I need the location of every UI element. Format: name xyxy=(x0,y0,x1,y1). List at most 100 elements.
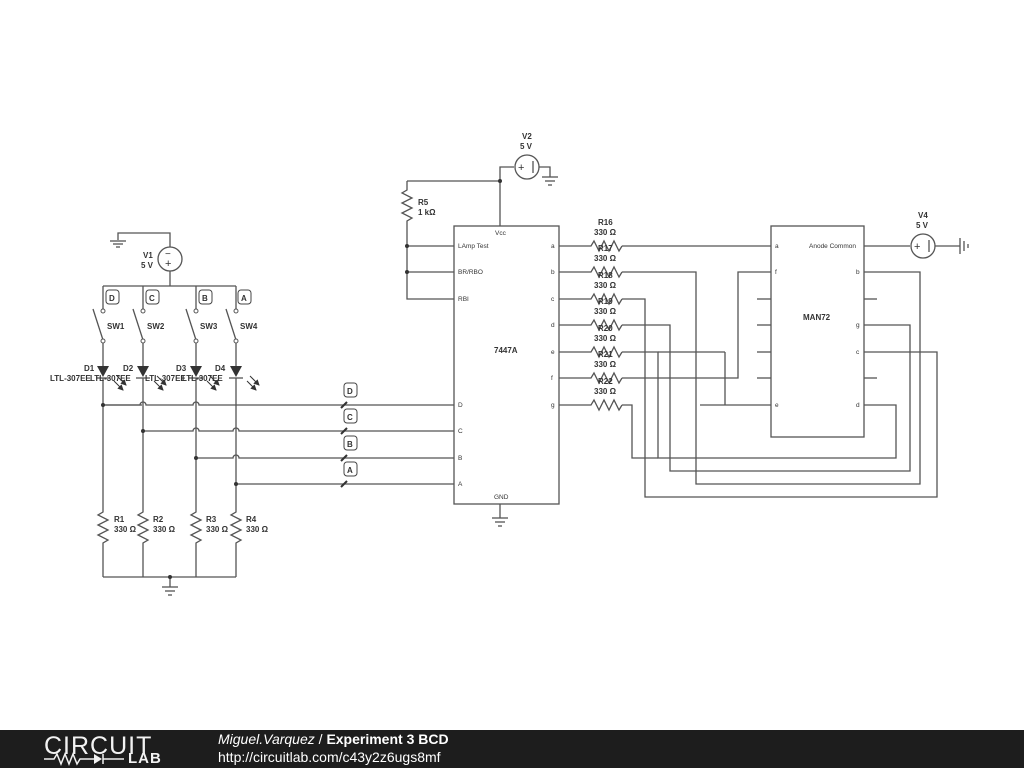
svg-text:b: b xyxy=(551,269,555,276)
svg-text:GND: GND xyxy=(494,494,509,501)
d4-name: D4 xyxy=(215,364,226,373)
svg-text:f: f xyxy=(551,375,553,382)
sw2-tag: C xyxy=(149,294,155,303)
sw1-tag: D xyxy=(109,294,115,303)
separator: / xyxy=(314,731,327,747)
v2-value: 5 V xyxy=(520,142,533,151)
v1-name: V1 xyxy=(143,251,153,260)
author-link[interactable]: Miguel.Varquez xyxy=(218,731,315,747)
svg-text:−: − xyxy=(165,249,171,260)
svg-text:D: D xyxy=(458,402,463,409)
r5-name: R5 xyxy=(418,198,429,207)
sw2-name: SW2 xyxy=(147,322,165,331)
svg-text:g: g xyxy=(551,402,555,409)
resistor-r2[interactable]: R2 330 Ω xyxy=(136,510,176,577)
d3-part: LTL-307EE xyxy=(145,374,186,383)
svg-text:RBI: RBI xyxy=(458,296,469,303)
segment-wiring xyxy=(622,245,938,498)
r18-name: R18 xyxy=(598,271,613,280)
sw1-name: SW1 xyxy=(107,322,125,331)
svg-text:BR/RBO: BR/RBO xyxy=(458,269,483,276)
v4-source[interactable]: + V4 5 V xyxy=(864,211,969,259)
r4-value: 330 Ω xyxy=(246,525,269,534)
resistor-r4[interactable]: R4 330 Ω xyxy=(229,510,269,577)
ground-decoder xyxy=(492,504,508,527)
d2-name: D2 xyxy=(123,364,134,373)
bus-tag-b: B xyxy=(343,435,358,451)
r16-value: 330 Ω xyxy=(594,228,617,237)
switch-sw1[interactable]: D SW1 xyxy=(92,286,125,366)
r4-name: R4 xyxy=(246,515,257,524)
segment-resistors: R16 330 Ω R17 330 Ω R18 330 Ω R19 330 Ω … xyxy=(559,218,623,412)
r20-value: 330 Ω xyxy=(594,334,617,343)
resistor-r3[interactable]: R3 330 Ω xyxy=(189,510,229,577)
svg-text:+: + xyxy=(165,258,171,270)
led-d4[interactable]: D4 LTL-307EE xyxy=(182,364,260,510)
svg-text:f: f xyxy=(775,269,777,276)
sw4-tag: A xyxy=(241,294,247,303)
r19-value: 330 Ω xyxy=(594,307,617,316)
led-d1[interactable]: D1 LTL-307EE xyxy=(50,364,127,510)
switch-sw3[interactable]: B SW3 xyxy=(185,286,218,366)
v4-name: V4 xyxy=(918,211,928,220)
r19-name: R19 xyxy=(598,297,613,306)
resistor-r1[interactable]: R1 330 Ω xyxy=(96,510,137,577)
svg-text:C: C xyxy=(347,413,353,422)
schematic-canvas: − + V1 5 V D SW1 C SW2 B SW3 xyxy=(50,132,969,596)
ground-left xyxy=(103,575,236,596)
switch-sw4[interactable]: A SW4 xyxy=(225,286,258,366)
bcd-bus xyxy=(101,401,454,488)
svg-text:d: d xyxy=(856,402,860,409)
svg-text:LAmp Test: LAmp Test xyxy=(458,243,489,250)
svg-text:B: B xyxy=(347,440,353,449)
r2-name: R2 xyxy=(153,515,164,524)
circuit-title: Experiment 3 BCD xyxy=(326,731,449,747)
display-man72[interactable]: a f e Anode Common b g c d MAN72 xyxy=(770,225,865,438)
circuitlab-logo[interactable]: CIRCUIT xyxy=(44,732,153,760)
d4-part: LTL-307EE xyxy=(182,374,223,383)
logo-lab-text: LAB xyxy=(128,750,162,767)
svg-text:a: a xyxy=(551,243,555,250)
svg-text:Anode Common: Anode Common xyxy=(809,243,856,250)
d1-name: D1 xyxy=(84,364,95,373)
svg-text:+: + xyxy=(518,162,524,174)
bus-tag-c: C xyxy=(343,408,358,424)
svg-text:B: B xyxy=(458,455,462,462)
resistor-r5[interactable]: R5 1 kΩ xyxy=(400,181,454,300)
display-name: MAN72 xyxy=(803,313,831,322)
r5-value: 1 kΩ xyxy=(418,208,436,217)
v2-source[interactable]: + V2 5 V xyxy=(407,132,558,226)
v1-source[interactable]: − + V1 5 V xyxy=(110,232,183,286)
led-d2[interactable]: D2 LTL-307EE xyxy=(90,364,167,510)
sw4-name: SW4 xyxy=(240,322,258,331)
d1-part: LTL-307EE xyxy=(50,374,91,383)
r17-value: 330 Ω xyxy=(594,254,617,263)
r1-name: R1 xyxy=(114,515,125,524)
svg-text:a: a xyxy=(775,243,779,250)
v4-value: 5 V xyxy=(916,221,929,230)
svg-text:c: c xyxy=(551,296,555,303)
svg-text:+: + xyxy=(914,241,920,253)
svg-text:Vcc: Vcc xyxy=(495,230,507,237)
resistor-diode-icon xyxy=(44,752,124,766)
r20-name: R20 xyxy=(598,324,613,333)
r1-value: 330 Ω xyxy=(114,525,137,534)
author-title-line: Miguel.Varquez / Experiment 3 BCD xyxy=(218,731,449,747)
d3-name: D3 xyxy=(176,364,187,373)
d2-part: LTL-307EE xyxy=(90,374,131,383)
svg-text:A: A xyxy=(458,481,463,488)
svg-text:D: D xyxy=(347,387,353,396)
r18-value: 330 Ω xyxy=(594,281,617,290)
svg-text:e: e xyxy=(775,402,779,409)
sw3-tag: B xyxy=(202,294,208,303)
led-d3[interactable]: D3 LTL-307EE xyxy=(145,364,220,510)
circuit-url-link[interactable]: http://circuitlab.com/c43y2z6ugs8mf xyxy=(218,749,441,765)
svg-text:c: c xyxy=(856,349,860,356)
decoder-7447a[interactable]: Vcc LAmp Test BR/RBO RBI D C B A a b c d… xyxy=(453,225,560,505)
bus-tag-d: D xyxy=(343,382,358,398)
r21-name: R21 xyxy=(598,350,613,359)
r16-name: R16 xyxy=(598,218,613,227)
switch-sw2[interactable]: C SW2 xyxy=(132,286,165,366)
r17-name: R17 xyxy=(598,244,613,253)
bus-tag-a: A xyxy=(343,461,358,477)
